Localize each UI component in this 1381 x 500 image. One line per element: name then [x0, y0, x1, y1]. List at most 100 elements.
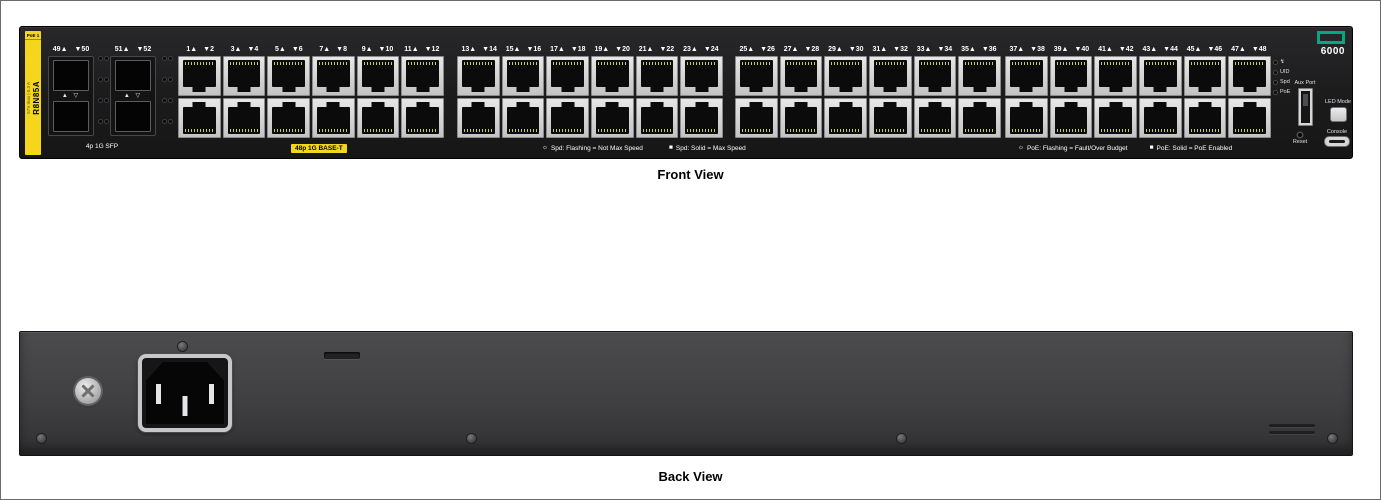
panel-screw	[37, 434, 46, 443]
rj45-port[interactable]	[457, 56, 500, 96]
rj45-port[interactable]	[735, 56, 778, 96]
rj45-port[interactable]	[913, 56, 957, 96]
port-number-label: ▼22	[659, 45, 675, 53]
rj45-jack-opening	[462, 107, 495, 134]
led-mode-button[interactable]	[1329, 107, 1347, 123]
legend-text: PoE: Flashing = Fault/Over Budget	[1026, 145, 1128, 152]
rj45-port[interactable]	[312, 56, 355, 96]
rj45-port[interactable]	[680, 56, 723, 96]
status-led-label: UID	[1280, 69, 1290, 76]
rj45-port[interactable]	[546, 98, 589, 138]
rj45-port[interactable]	[1183, 98, 1227, 138]
port-label-pair: 33▲▼34	[912, 43, 956, 55]
rj45-port[interactable]	[267, 56, 310, 96]
status-led-poe: PoE	[1274, 89, 1290, 95]
sfp-port[interactable]	[115, 101, 151, 132]
led-dot-icon	[163, 78, 167, 81]
led-dot-icon	[163, 99, 167, 102]
reset-label: Reset	[1292, 139, 1308, 145]
rj45-port[interactable]	[356, 98, 400, 138]
led-dot-icon	[104, 120, 108, 123]
rj45-port[interactable]	[1183, 56, 1227, 96]
sfp-port[interactable]	[53, 101, 89, 132]
rj45-port[interactable]	[824, 56, 867, 96]
rj45-port[interactable]	[501, 98, 545, 138]
sfp-port[interactable]	[115, 60, 151, 91]
rj45-port[interactable]	[680, 98, 723, 138]
rj45-port[interactable]	[178, 56, 221, 96]
port-row-bottom	[457, 98, 723, 138]
rj45-jack-opening	[361, 107, 395, 134]
reset-button[interactable]	[1298, 133, 1302, 137]
rj45-jack-opening	[640, 107, 674, 134]
rj45-port[interactable]	[1005, 56, 1048, 96]
legend-text: PoE: Solid = PoE Enabled	[1156, 145, 1233, 152]
rj45-port[interactable]	[869, 56, 912, 96]
rj45-port[interactable]	[779, 56, 823, 96]
rj45-port[interactable]	[178, 98, 221, 138]
inlet-pin-center	[182, 396, 188, 416]
rj45-port[interactable]	[1005, 98, 1048, 138]
port-number-label: ▼28	[804, 45, 820, 53]
status-led-label: ↯	[1280, 59, 1285, 65]
rj45-port[interactable]	[222, 56, 266, 96]
rj45-port[interactable]	[958, 98, 1001, 138]
rj45-port[interactable]	[635, 56, 679, 96]
rj45-port[interactable]	[591, 98, 634, 138]
rj45-jack-opening	[361, 60, 395, 87]
rj45-port[interactable]	[356, 56, 400, 96]
rj45-port[interactable]	[1094, 98, 1137, 138]
port-label-pair: 21▲▼22	[634, 43, 678, 55]
led-dot-icon	[99, 57, 103, 60]
port-label-pair: 29▲▼30	[824, 43, 868, 55]
rj45-port[interactable]	[1139, 56, 1182, 96]
rj45-port[interactable]	[312, 98, 355, 138]
sfp-column-2: 51▲▼52▲ ▽	[110, 43, 156, 136]
rj45-port[interactable]	[869, 98, 912, 138]
rj45-port[interactable]	[457, 98, 500, 138]
rj45-port[interactable]	[591, 56, 634, 96]
port-number-label: ▼34	[937, 45, 953, 53]
rj45-port[interactable]	[1228, 98, 1271, 138]
led-indicator-icon	[1274, 60, 1277, 64]
rj45-port[interactable]	[267, 98, 310, 138]
port-number-label: 19▲	[594, 45, 610, 53]
rj45-port[interactable]	[958, 56, 1001, 96]
rj45-jack-opening	[406, 107, 439, 134]
rj45-jack-opening	[685, 60, 718, 87]
rj45-port[interactable]	[635, 98, 679, 138]
rj45-jack-opening	[963, 60, 996, 87]
rj45-port[interactable]	[779, 98, 823, 138]
ac-power-inlet[interactable]	[138, 354, 232, 432]
port-number-label: ▼38	[1030, 45, 1045, 53]
status-led-uid: UID	[1274, 69, 1290, 75]
legend-item: ☼PoE: Flashing = Fault/Over Budget	[1018, 145, 1128, 152]
rj45-port[interactable]	[546, 56, 589, 96]
sfp-led-grid	[162, 57, 173, 123]
led-dot-icon	[168, 57, 172, 60]
rj45-jack-opening	[1188, 60, 1222, 87]
rj45-port[interactable]	[401, 98, 444, 138]
rj45-port[interactable]	[1228, 56, 1271, 96]
led-dot-icon	[99, 78, 103, 81]
rj45-port[interactable]	[1139, 98, 1182, 138]
sfp-port[interactable]	[53, 60, 89, 91]
led-mode-block: LED Mode	[1322, 99, 1354, 123]
rj45-port[interactable]	[1049, 56, 1093, 96]
rj45-port[interactable]	[1094, 56, 1137, 96]
rj45-port[interactable]	[401, 56, 444, 96]
usb-slot	[1300, 91, 1310, 124]
rj45-port[interactable]	[735, 98, 778, 138]
rj45-port[interactable]	[913, 98, 957, 138]
rj45-port[interactable]	[824, 98, 867, 138]
rj45-port[interactable]	[222, 98, 266, 138]
rj45-port[interactable]	[1049, 98, 1093, 138]
usb-a-aux-port[interactable]	[1297, 88, 1313, 127]
inlet-pin-left	[156, 384, 161, 404]
console-port[interactable]	[1324, 136, 1350, 148]
rj45-jack-opening	[829, 60, 862, 87]
rj45-port[interactable]	[501, 56, 545, 96]
